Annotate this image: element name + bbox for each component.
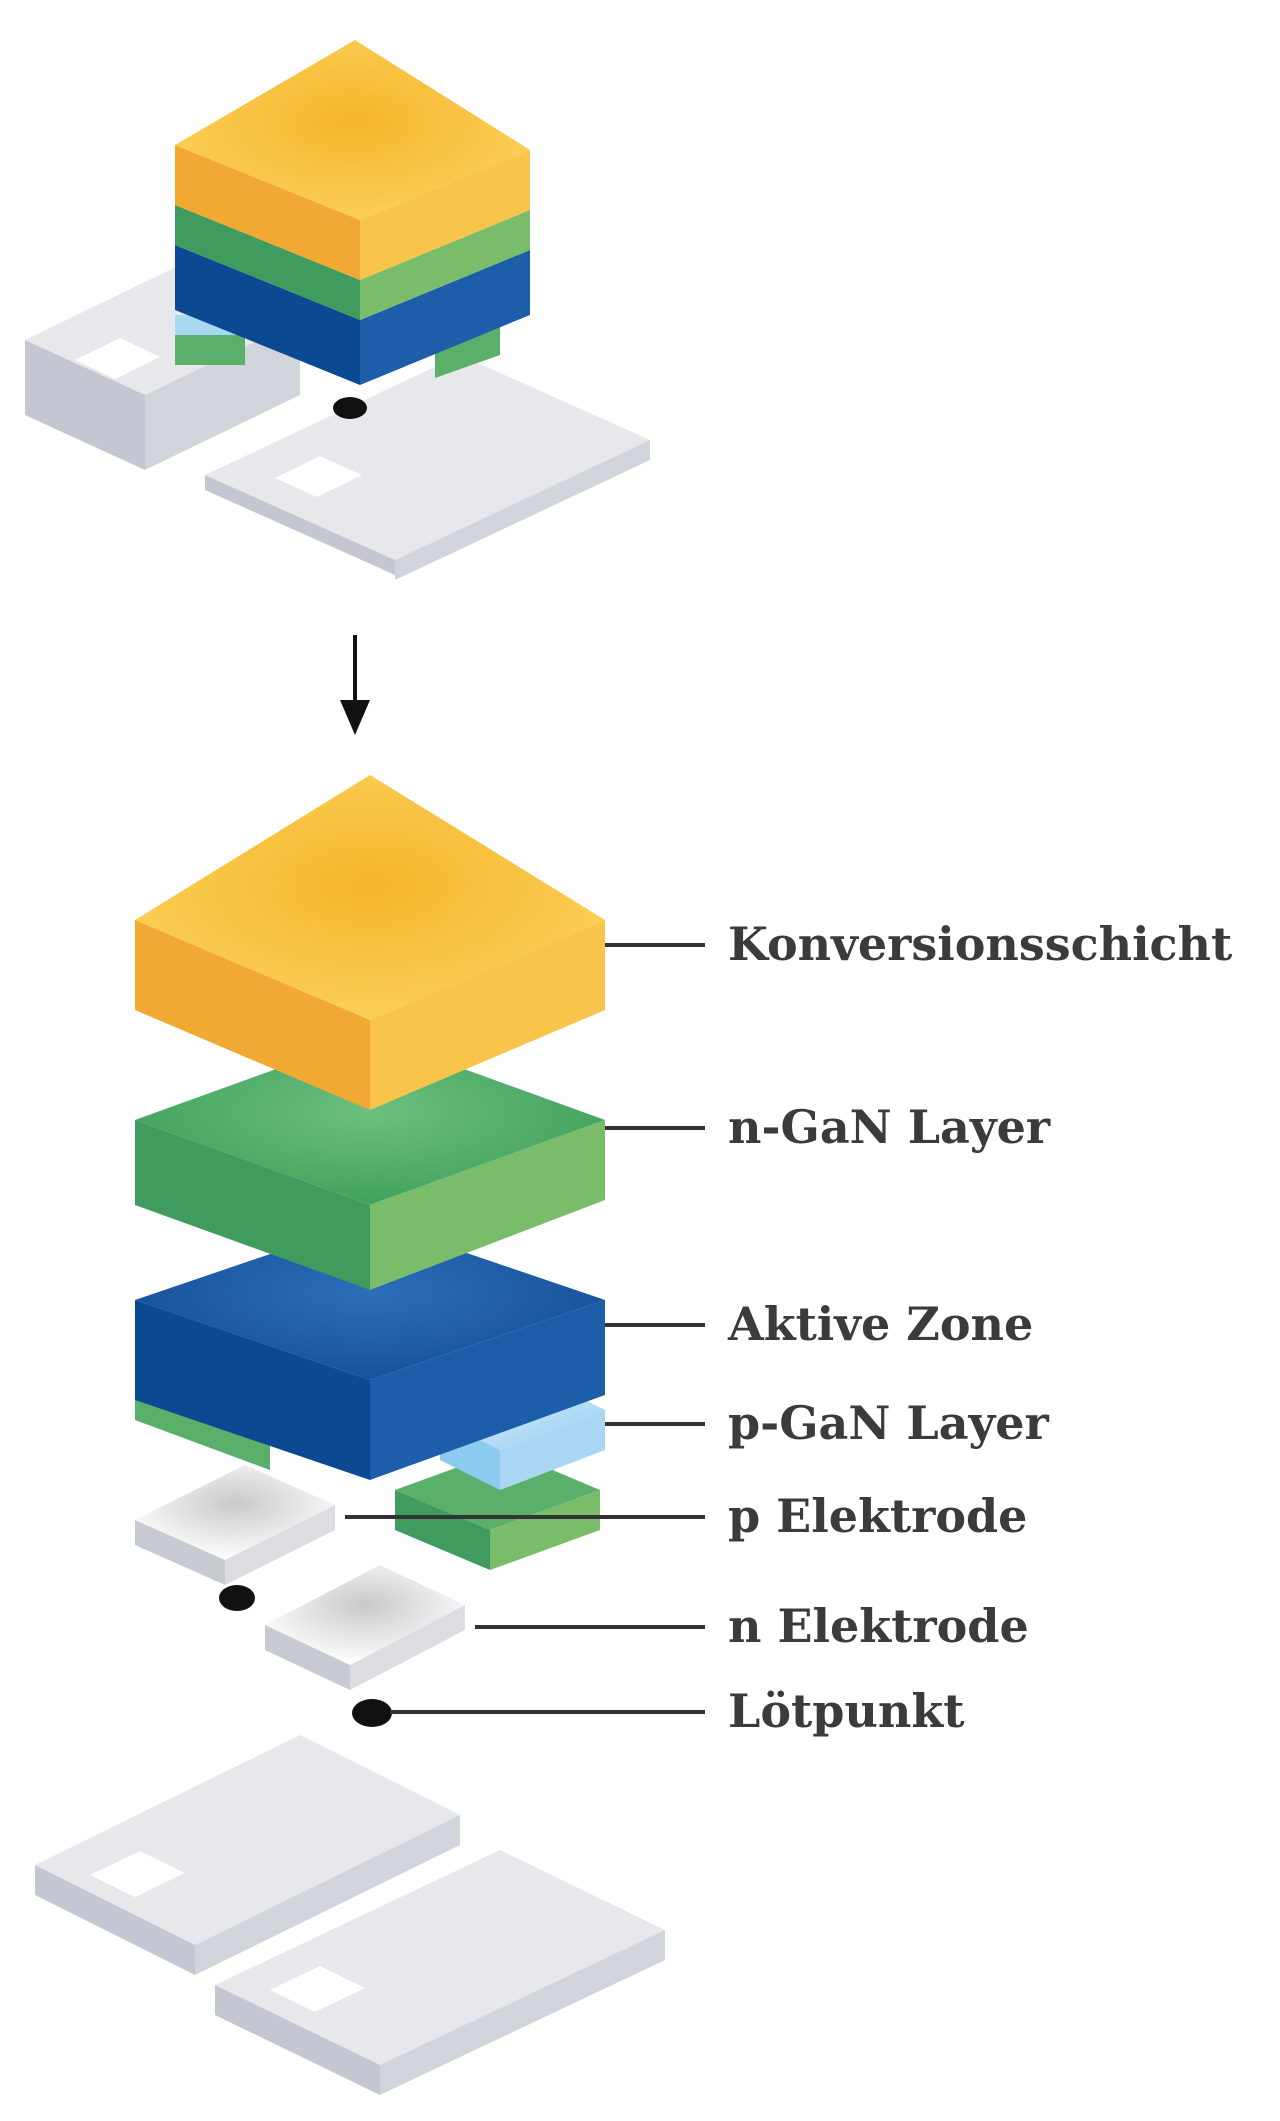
label-p-gan-layer: p-GaN Layer bbox=[728, 1396, 1050, 1450]
assembled-substrate-right bbox=[205, 355, 650, 580]
conversion-layer-shape bbox=[135, 775, 605, 1110]
assembled-led bbox=[25, 40, 650, 580]
p-electrode-shape bbox=[135, 1465, 335, 1585]
label-n-electrode: n Elektrode bbox=[728, 1599, 1029, 1653]
solder-point-icon bbox=[352, 1699, 392, 1727]
assembled-chip-stack bbox=[175, 40, 530, 385]
assembly-arrow-icon bbox=[340, 635, 370, 735]
exploded-view: Konversionsschicht n-GaN Layer Aktive Zo… bbox=[35, 775, 1233, 2095]
solder-point-left-icon bbox=[219, 1585, 255, 1611]
label-solder-point: Lötpunkt bbox=[728, 1684, 965, 1738]
active-zone-shape bbox=[135, 1220, 605, 1480]
label-n-gan-layer: n-GaN Layer bbox=[728, 1100, 1051, 1154]
label-conversion-layer: Konversionsschicht bbox=[728, 917, 1233, 971]
n-electrode-shape bbox=[265, 1565, 465, 1690]
substrate-left bbox=[35, 1735, 460, 1975]
label-active-zone: Aktive Zone bbox=[727, 1297, 1033, 1351]
leader-lines bbox=[345, 943, 705, 1714]
substrate-right bbox=[215, 1850, 665, 2095]
n-gan-layer-shape bbox=[135, 1035, 605, 1290]
assembled-solder-icon bbox=[333, 397, 367, 419]
label-p-electrode: p Elektrode bbox=[728, 1489, 1027, 1543]
